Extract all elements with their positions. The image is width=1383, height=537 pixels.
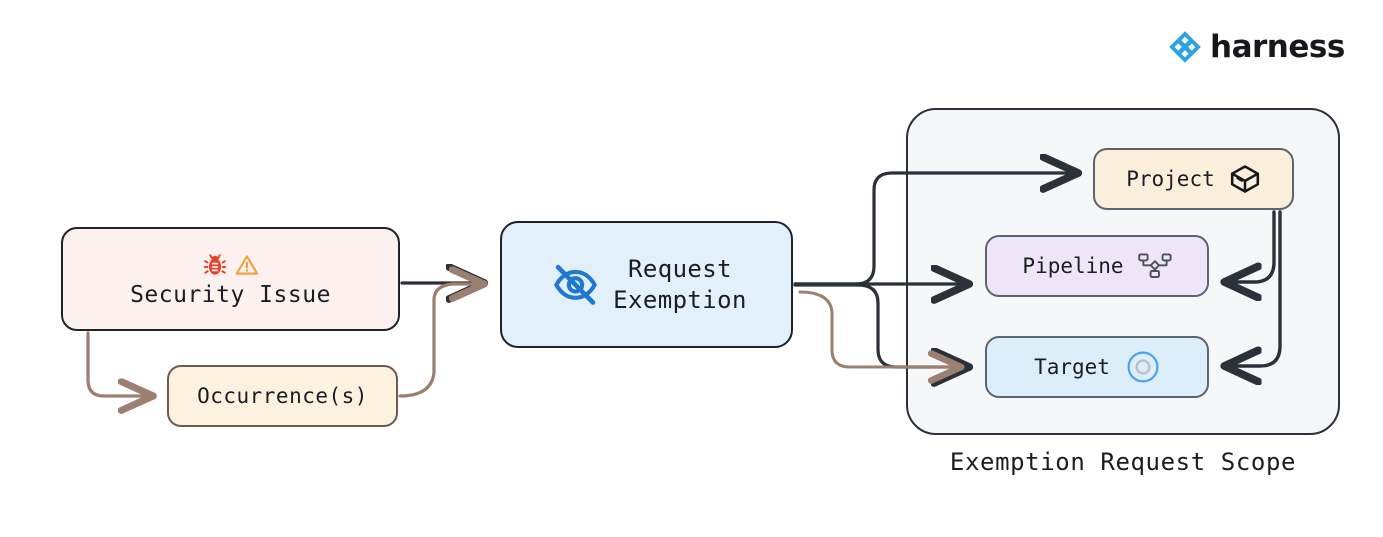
eye-off-icon — [552, 261, 599, 308]
node-occurrences[interactable]: Occurrence(s) — [167, 365, 398, 427]
node-pipeline[interactable]: Pipeline — [985, 235, 1209, 297]
cube-box-icon — [1229, 163, 1261, 195]
pipeline-label: Pipeline — [1022, 254, 1124, 278]
target-label: Target — [1034, 355, 1110, 379]
harness-logo-text: harness — [1210, 28, 1345, 65]
node-target[interactable]: Target — [985, 336, 1209, 398]
bug-icon — [203, 254, 226, 275]
scope-caption: Exemption Request Scope — [949, 448, 1297, 476]
harness-diamond-logo-icon — [1169, 31, 1201, 63]
security-issue-label: Security Issue — [130, 282, 331, 308]
edge-security-to-occurrence — [86, 331, 152, 396]
node-project[interactable]: Project — [1093, 148, 1294, 210]
warning-triangle-icon — [235, 255, 258, 275]
security-issue-icon-row — [203, 250, 259, 280]
project-label: Project — [1126, 167, 1215, 191]
node-request-exemption[interactable]: Request Exemption — [500, 221, 793, 348]
target-circle-icon — [1126, 350, 1160, 384]
pipeline-flow-icon — [1137, 253, 1172, 279]
edge-occurrence-to-request — [398, 284, 483, 398]
occurrences-label: Occurrence(s) — [197, 384, 368, 408]
request-exemption-label: Request Exemption — [613, 254, 747, 314]
node-security-issue[interactable]: Security Issue — [61, 227, 400, 331]
harness-logo: harness — [1168, 30, 1345, 64]
